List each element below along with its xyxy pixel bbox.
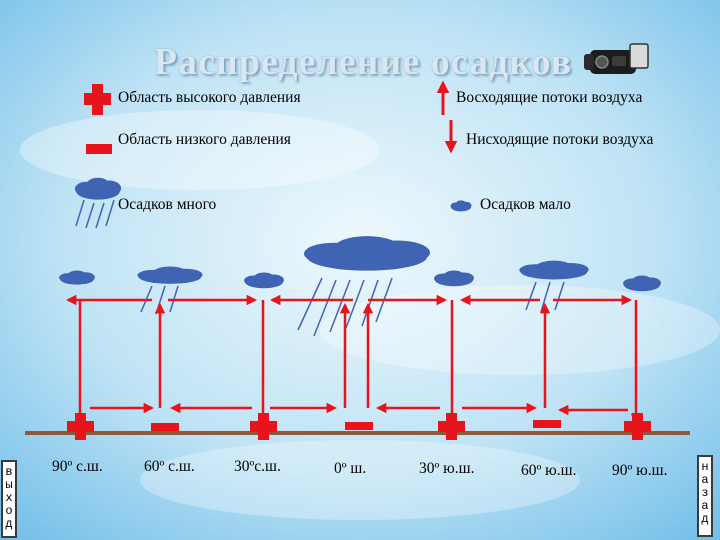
- high-pressure-90s: [624, 413, 651, 440]
- little-precip-cloud-icon: [450, 200, 472, 212]
- legend-little-precip: Осадков мало: [480, 196, 571, 213]
- cloud-60s: [519, 260, 589, 313]
- cloud-30n: [244, 272, 284, 289]
- exit-letter: в: [5, 465, 13, 479]
- latitude-label: 90º с.ш.: [52, 458, 103, 475]
- page-title: Распределение осадков: [153, 41, 573, 83]
- latitude-label: 0º ш.: [334, 460, 367, 477]
- exit-button[interactable]: в ы х о д: [1, 460, 17, 538]
- back-letter: а: [701, 499, 709, 513]
- legend-descending: Нисходящие потоки воздуха: [466, 131, 654, 148]
- low-pressure-60s: [533, 420, 561, 428]
- ground-line: [25, 431, 690, 435]
- exit-letter: ы: [5, 478, 13, 492]
- low-pressure-60n: [151, 423, 179, 431]
- exit-letter: х: [5, 491, 13, 505]
- cloud-30s: [434, 270, 474, 287]
- high-pressure-legend-icon: [84, 84, 111, 115]
- latitude-label: 30ºс.ш.: [234, 458, 281, 475]
- latitude-label: 90º ю.ш.: [612, 462, 668, 479]
- camera-icon[interactable]: [584, 43, 649, 74]
- back-letter: д: [701, 512, 709, 526]
- latitude-label: 60º с.ш.: [144, 458, 195, 475]
- much-precip-cloud-icon: [74, 177, 122, 229]
- exit-letter: д: [5, 517, 13, 531]
- legend-ascending: Восходящие потоки воздуха: [456, 89, 643, 106]
- exit-letter: о: [5, 504, 13, 518]
- latitude-label: 60º ю.ш.: [521, 462, 577, 479]
- cloud-equator: [297, 236, 430, 337]
- legend-high-pressure: Область высокого давления: [118, 89, 301, 106]
- cloud-90s: [623, 275, 661, 292]
- back-letter: з: [701, 486, 709, 500]
- high-pressure-30n: [250, 413, 277, 440]
- back-button[interactable]: н а з а д: [697, 455, 713, 537]
- pressure-belts: [67, 413, 651, 440]
- high-pressure-30s: [438, 413, 465, 440]
- circulation-cells: [65, 294, 642, 425]
- latitude-label: 30º ю.ш.: [419, 460, 475, 477]
- low-pressure-equator: [345, 422, 373, 430]
- high-pressure-90n: [67, 413, 94, 440]
- legend-much-precip: Осадков много: [118, 196, 217, 213]
- cloud-90n: [59, 270, 95, 285]
- cloud-60n: [137, 266, 203, 315]
- low-pressure-legend-icon: [86, 144, 112, 154]
- back-letter: н: [701, 460, 709, 474]
- legend-low-pressure: Область низкого давления: [118, 131, 291, 148]
- back-letter: а: [701, 473, 709, 487]
